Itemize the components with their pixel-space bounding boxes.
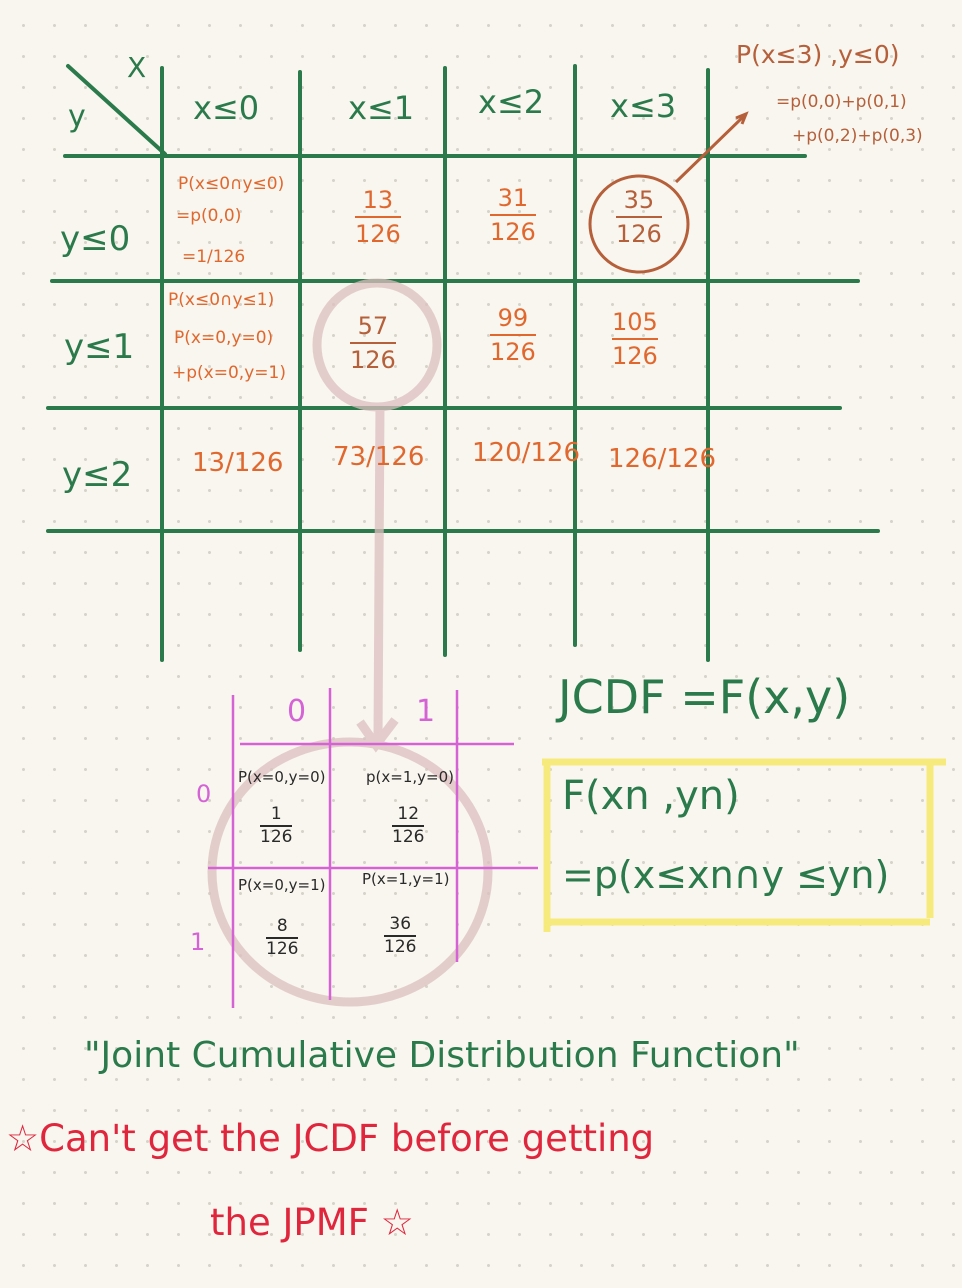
- annotation-line2: =p(0,0)+p(0,1): [776, 92, 907, 112]
- corner-x-label: X: [127, 51, 147, 84]
- fraction-bar: [616, 216, 662, 218]
- small-col-header-0: 0: [287, 694, 307, 729]
- definition-box: [542, 758, 946, 932]
- denominator: 126: [384, 937, 417, 957]
- jcdf-title: JCDF =F(x,y): [558, 670, 851, 724]
- small-cell-00-fraction: 1 126: [260, 804, 293, 847]
- cell-00-line1: P(x≤0∩y≤0): [178, 174, 285, 194]
- denominator: 126: [392, 827, 425, 847]
- numerator: 31: [497, 184, 529, 212]
- small-table-grid: [208, 688, 538, 1008]
- cell-10-line1: P(x≤0∩y≤1): [168, 290, 275, 310]
- denominator: 126: [266, 939, 299, 959]
- numerator: 12: [397, 804, 420, 824]
- cell-10-line2: P(x=0,y=0): [174, 328, 274, 348]
- annotation-line1: P(x≤3) ,y≤0): [736, 40, 900, 69]
- numerator: 1: [270, 804, 282, 824]
- note-line1: ☆Can't get the JCDF before getting: [6, 1117, 655, 1160]
- fraction-r0c1: 13 126: [355, 188, 401, 246]
- fraction-bar: [490, 334, 536, 336]
- fraction-bar: [266, 937, 299, 939]
- small-cell-10-label: P(x=0,y=1): [238, 876, 326, 894]
- fraction-r1c3: 105 126: [612, 310, 658, 368]
- numerator: 8: [276, 916, 288, 936]
- denominator: 126: [612, 342, 658, 370]
- col-header-x3: x≤3: [610, 87, 677, 125]
- jcdf-box-line1: F(xn ,yn): [562, 773, 740, 819]
- denominator: 126: [355, 220, 401, 248]
- fraction-bar: [355, 216, 401, 218]
- fraction-r0c2: 31 126: [490, 186, 536, 244]
- numerator: 13: [362, 186, 394, 214]
- fraction-r0c3: 35 126: [616, 188, 662, 246]
- small-cell-00-label: P(x=0,y=0): [238, 768, 326, 786]
- numerator: 105: [612, 308, 658, 336]
- row-header-y1: y≤1: [64, 327, 135, 367]
- zoom-connector: [207, 278, 493, 1007]
- highlight-circle-35: [588, 174, 690, 274]
- small-cell-11-label: P(x=1,y=1): [362, 870, 450, 888]
- denominator: 126: [260, 827, 293, 847]
- fraction-bar: [612, 338, 658, 340]
- fraction-r2c1: 73/126: [333, 442, 425, 472]
- fraction-bar: [350, 342, 396, 344]
- fraction-r1c1: 57 126: [350, 314, 396, 372]
- fraction-r2c0: 13/126: [192, 448, 284, 478]
- fraction-r2c3: 126/126: [608, 444, 717, 474]
- cell-00-line3: =1/126: [182, 247, 246, 267]
- jcdf-box-line2: =p(x≤xn∩y ≤yn): [562, 853, 890, 897]
- cell-10-line3: +p(x=0,y=1): [172, 363, 286, 383]
- small-row-header-1: 1: [190, 928, 206, 956]
- small-row-header-0: 0: [196, 780, 212, 808]
- numerator: 99: [497, 304, 529, 332]
- note-line2: the JPMF ☆: [210, 1201, 414, 1244]
- fraction-bar: [392, 825, 425, 827]
- numerator: 57: [357, 312, 389, 340]
- main-table-grid: [46, 64, 880, 662]
- col-header-x1: x≤1: [348, 89, 415, 127]
- row-header-y0: y≤0: [60, 219, 131, 259]
- fraction-bar: [490, 214, 536, 216]
- numerator: 35: [623, 186, 655, 214]
- numerator: 36: [389, 914, 412, 934]
- denominator: 126: [350, 346, 396, 374]
- row-header-y2: y≤2: [62, 455, 133, 495]
- col-header-x2: x≤2: [478, 83, 545, 121]
- caption: "Joint Cumulative Distribution Function": [84, 1035, 800, 1076]
- corner-y-label: y: [68, 99, 86, 134]
- fraction-r2c2: 120/126: [472, 438, 581, 468]
- small-cell-11-fraction: 36 126: [384, 914, 417, 957]
- corner-diagonal: [66, 64, 167, 156]
- denominator: 126: [490, 218, 536, 246]
- small-cell-01-fraction: 12 126: [392, 804, 425, 847]
- denominator: 126: [490, 338, 536, 366]
- small-cell-10-fraction: 8 126: [266, 916, 299, 959]
- col-header-x0: x≤0: [193, 89, 260, 127]
- small-col-header-1: 1: [416, 694, 436, 729]
- annotation-arrow: [674, 114, 746, 184]
- fraction-bar: [384, 935, 417, 937]
- fraction-bar: [260, 825, 293, 827]
- fraction-r1c2: 99 126: [490, 306, 536, 364]
- small-cell-01-label: p(x=1,y=0): [366, 768, 454, 786]
- cell-00-line2: =p(0,0): [176, 206, 242, 226]
- annotation-line3: +p(0,2)+p(0,3): [792, 126, 923, 146]
- denominator: 126: [616, 220, 662, 248]
